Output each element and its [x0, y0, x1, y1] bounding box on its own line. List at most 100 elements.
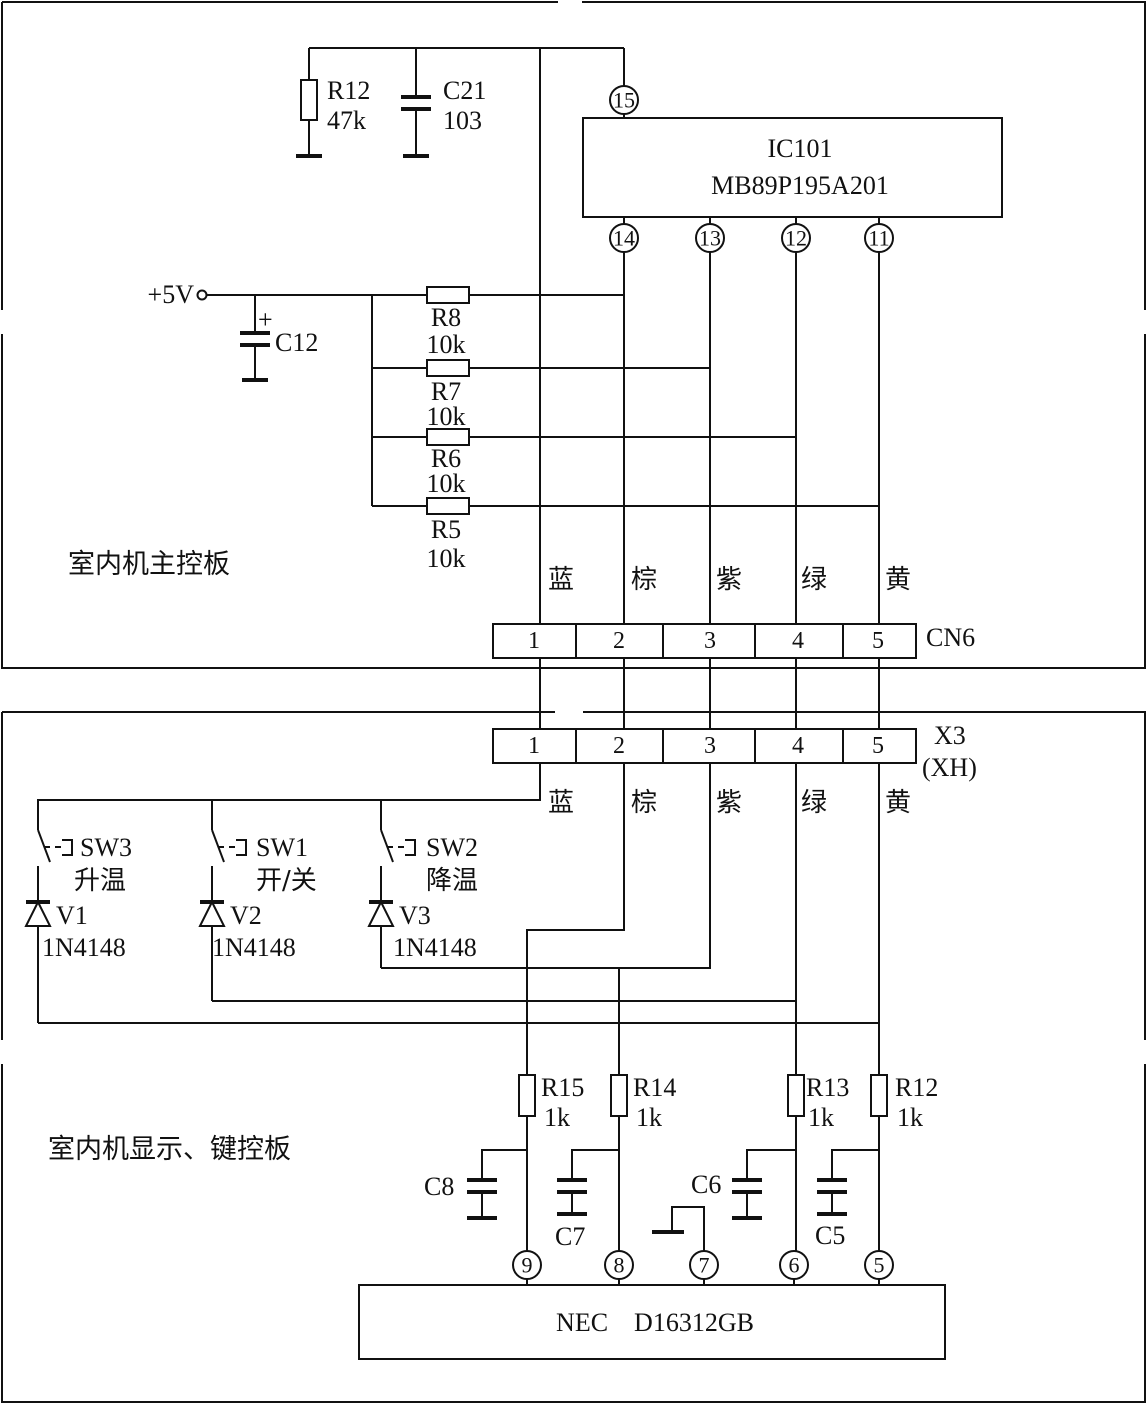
ic101-pin-12: 12	[785, 226, 807, 251]
sw2-function: 降温	[426, 866, 478, 896]
ic101-pin-13: 13	[699, 226, 721, 251]
nec-ic-chip: NEC D16312GB	[358, 1284, 946, 1360]
top-rail	[309, 47, 625, 86]
switch-sw3: SW3 升温	[37, 829, 132, 902]
c7-name: C7	[555, 1222, 585, 1251]
display-wire-color-4: 绿	[801, 788, 827, 818]
nec-pin-7: 7	[699, 1253, 710, 1278]
ic101-pin-11: 11	[868, 226, 889, 251]
x3-pin-5: 5	[872, 733, 884, 759]
capacitor-c8: C8	[424, 1149, 527, 1220]
pullup-r7: R7 10k	[372, 359, 710, 431]
x3-pin-2: 2	[613, 733, 625, 759]
resistor-r15: R15 1k	[518, 1073, 584, 1251]
pullup-r6: R6 10k	[372, 428, 796, 498]
x3-name: X3	[934, 721, 966, 750]
connector-x3: 1 2 3 4 5 X3 (XH)	[492, 721, 977, 782]
r12-display-value: 1k	[897, 1103, 923, 1132]
v3-name: V3	[399, 901, 431, 930]
main-wire-color-labels: 蓝 棕 紫 绿 黄	[548, 565, 911, 595]
break-marks	[0, 0, 1147, 1064]
display-signal-wires	[38, 763, 880, 1075]
x3-pin-3: 3	[704, 733, 716, 759]
x3-type: (XH)	[922, 753, 977, 782]
main-board-border	[1, 1, 1146, 669]
diode-v3: V3 1N4148	[367, 899, 477, 968]
supply-5v: +5V	[148, 280, 373, 506]
sw1-function: 开/关	[256, 866, 317, 896]
r12-main-name: R12	[327, 76, 370, 105]
r6-name: R6	[431, 444, 461, 473]
r14-value: 1k	[636, 1103, 662, 1132]
display-board-title: 室内机显示、键控板	[48, 1134, 291, 1165]
v1-part: 1N4148	[42, 933, 126, 962]
main-wire-color-5: 黄	[885, 565, 911, 595]
cn6-pin-2: 2	[613, 628, 625, 654]
r14-name: R14	[633, 1073, 676, 1102]
connector-cn6: 1 2 3 4 5 CN6	[492, 623, 975, 659]
r6-value: 10k	[427, 469, 466, 498]
switch-sw2: SW2 降温	[380, 829, 478, 902]
display-board-border	[1, 711, 1146, 1403]
r5-value: 10k	[427, 544, 466, 573]
sw2-name: SW2	[426, 833, 478, 862]
nec-pin-5: 5	[874, 1253, 885, 1278]
r8-name: R8	[431, 303, 461, 332]
capacitor-c5: C5	[815, 1149, 879, 1250]
r7-value: 10k	[427, 402, 466, 431]
c12-polarity: +	[258, 305, 273, 334]
c6-name: C6	[691, 1170, 721, 1199]
resistor-r14: R14 1k	[610, 1073, 676, 1251]
c21-name: C21	[443, 76, 486, 105]
cn6-pin-3: 3	[704, 628, 716, 654]
x3-pin-4: 4	[792, 733, 804, 759]
resistor-r13: R13 1k	[787, 1073, 849, 1251]
pin7-ground	[652, 1206, 705, 1251]
main-signal-wires	[539, 48, 880, 625]
v1-name: V1	[56, 901, 88, 930]
capacitor-c12: + C12	[240, 295, 318, 382]
r15-value: 1k	[544, 1103, 570, 1132]
r13-value: 1k	[808, 1103, 834, 1132]
switch-sw1: SW1 开/关	[211, 829, 317, 902]
display-wire-color-3: 紫	[716, 788, 742, 818]
r8-value: 10k	[427, 330, 466, 359]
nec-ic-pins: 9 8 7 6 5	[512, 1250, 894, 1285]
ic101-part: MB89P195A201	[711, 171, 889, 200]
c12-name: C12	[275, 328, 318, 357]
display-wire-color-5: 黄	[885, 788, 911, 818]
c5-name: C5	[815, 1221, 845, 1250]
r12-display-name: R12	[895, 1073, 938, 1102]
sw3-function: 升温	[74, 866, 126, 896]
main-wire-color-2: 棕	[631, 565, 657, 595]
diode-v1: V1 1N4148	[24, 899, 126, 1023]
cn6-pin-4: 4	[792, 628, 804, 654]
ic101-chip: IC101 MB89P195A201	[582, 117, 1003, 218]
sw1-name: SW1	[256, 833, 308, 862]
display-wire-color-2: 棕	[631, 788, 657, 818]
main-wire-color-3: 紫	[716, 565, 742, 595]
nec-pin-9: 9	[522, 1253, 533, 1278]
v2-part: 1N4148	[212, 933, 296, 962]
switch-common-bus	[37, 763, 541, 830]
pullup-r5: R5 10k	[372, 497, 879, 573]
display-wire-color-1: 蓝	[548, 788, 574, 818]
capacitor-c21: C21 103	[401, 48, 486, 158]
ic101-name: IC101	[768, 134, 833, 163]
supply-label: +5V	[148, 280, 195, 309]
main-board-title: 室内机主控板	[68, 549, 230, 580]
sw3-name: SW3	[80, 833, 132, 862]
capacitor-c6: C6	[691, 1149, 796, 1220]
main-wire-color-4: 绿	[801, 565, 827, 595]
v2-name: V2	[230, 901, 262, 930]
v3-part: 1N4148	[393, 933, 477, 962]
capacitor-c7: C7	[555, 1149, 619, 1251]
r5-name: R5	[431, 515, 461, 544]
r13-name: R13	[806, 1073, 849, 1102]
cn6-pin-1: 1	[528, 628, 540, 654]
ic101-pin-15: 15	[613, 88, 635, 113]
r15-name: R15	[541, 1073, 584, 1102]
inter-board-harness	[539, 658, 880, 729]
resistor-r12-display: R12 1k	[870, 1073, 938, 1251]
